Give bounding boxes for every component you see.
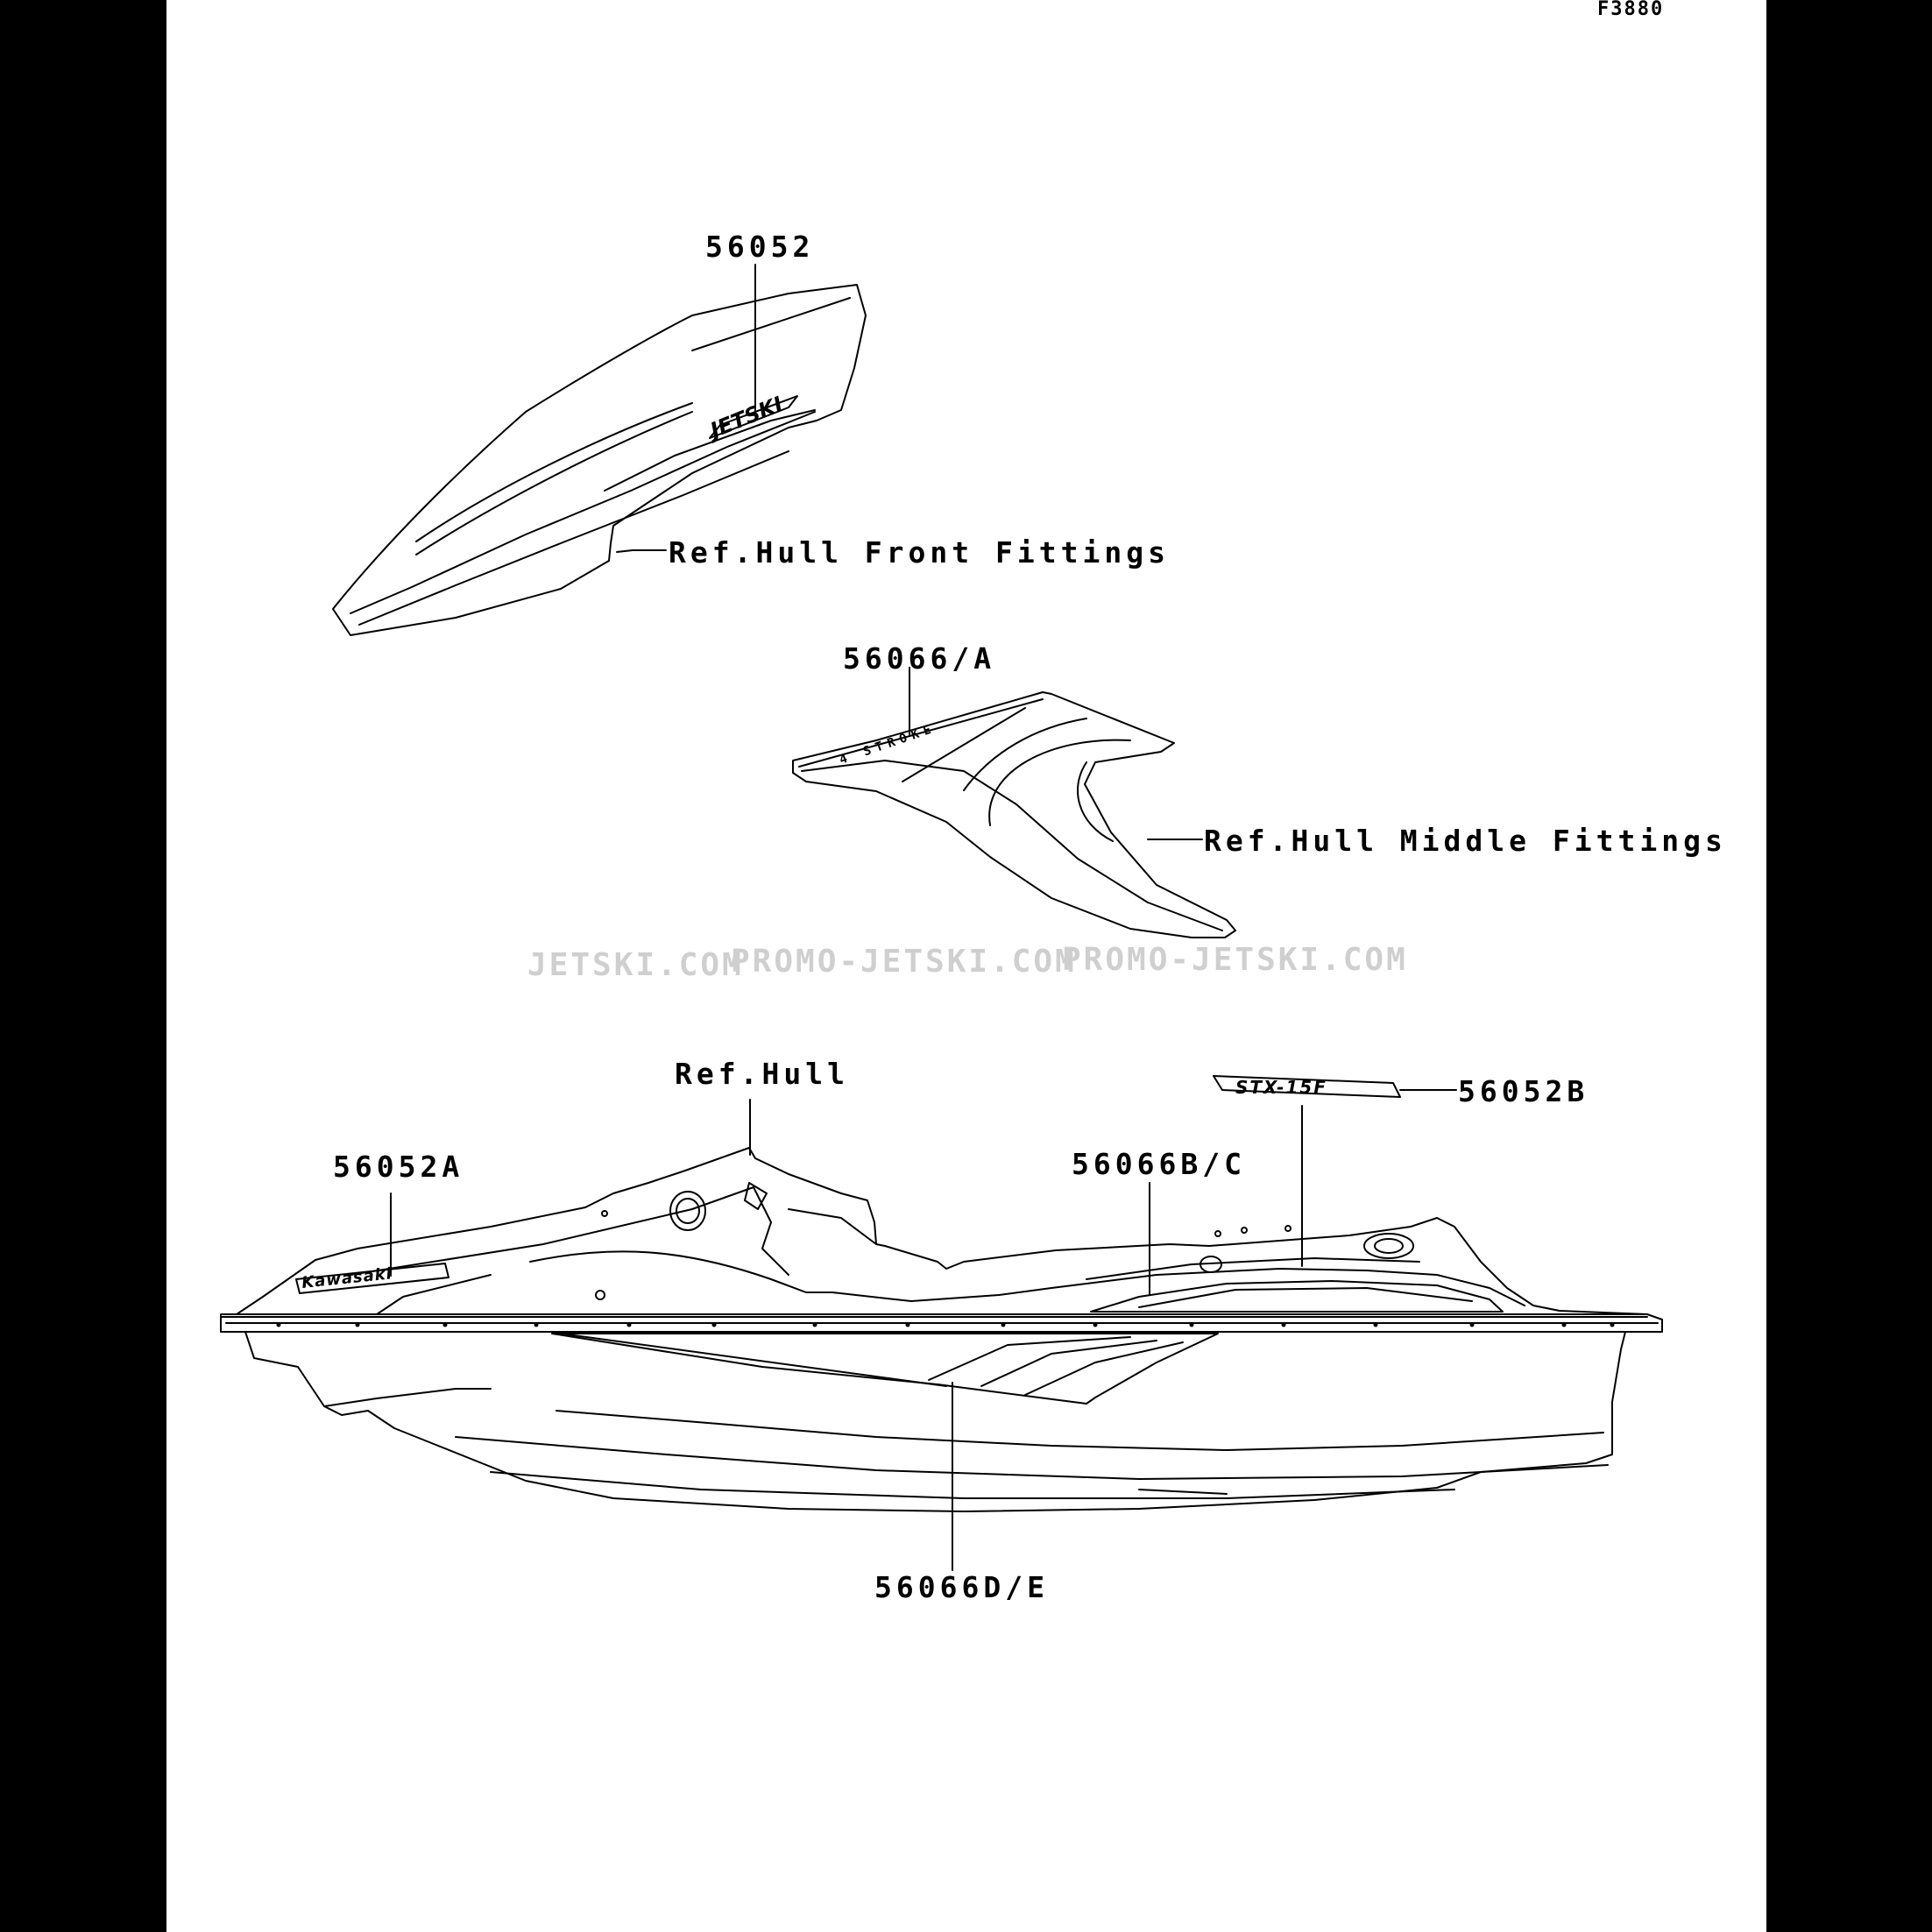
model-badge-decal: STX-15F (1214, 1076, 1400, 1098)
watermark-3: PROMO-JETSKI.COM (1062, 942, 1408, 978)
label-ref-hull: Ref.Hull (675, 1057, 849, 1091)
watermark-1: JETSKI.COM (527, 947, 744, 983)
figure-id: F3880 (1597, 0, 1665, 20)
jetski-logo-text: JETSKI (704, 392, 786, 444)
label-ref-hull-front: Ref.Hull Front Fittings (669, 535, 1170, 570)
label-56066de: 56066D/E (874, 1570, 1049, 1604)
model-badge-text: STX-15F (1235, 1077, 1327, 1098)
front-hull-panel (333, 285, 866, 635)
label-56052a: 56052A (333, 1150, 464, 1184)
label-56066bc: 56066B/C (1072, 1147, 1246, 1181)
label-ref-hull-middle: Ref.Hull Middle Fittings (1204, 824, 1727, 858)
kawasaki-logo-decal: Kawasaki (296, 1263, 449, 1293)
leader-ref-hull-front (617, 550, 666, 552)
drawing-sheet (166, 0, 1766, 1932)
label-56052b: 56052B (1458, 1074, 1589, 1108)
watermark-2: PROMO-JETSKI.COM (731, 944, 1077, 980)
label-56052: 56052 (705, 230, 815, 264)
jetski-hull-side-view (221, 1148, 1662, 1511)
label-56066a: 56066/A (843, 641, 996, 676)
middle-hull-panel (793, 692, 1235, 938)
